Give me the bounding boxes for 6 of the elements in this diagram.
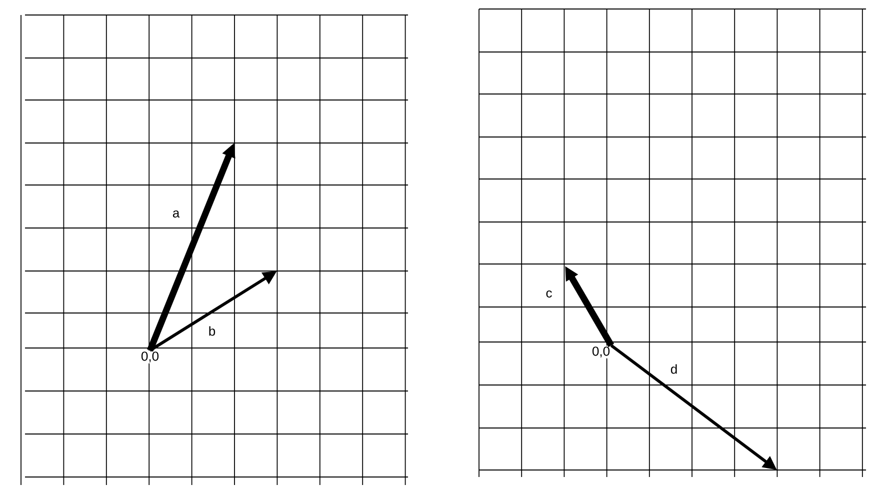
vector-label: c <box>544 289 554 299</box>
origin-label: 0,0 <box>590 346 612 358</box>
vector-label: b <box>207 325 217 337</box>
vector-label: a <box>171 209 181 219</box>
vector-label: d <box>669 363 679 375</box>
origin-label: 0,0 <box>140 350 160 364</box>
